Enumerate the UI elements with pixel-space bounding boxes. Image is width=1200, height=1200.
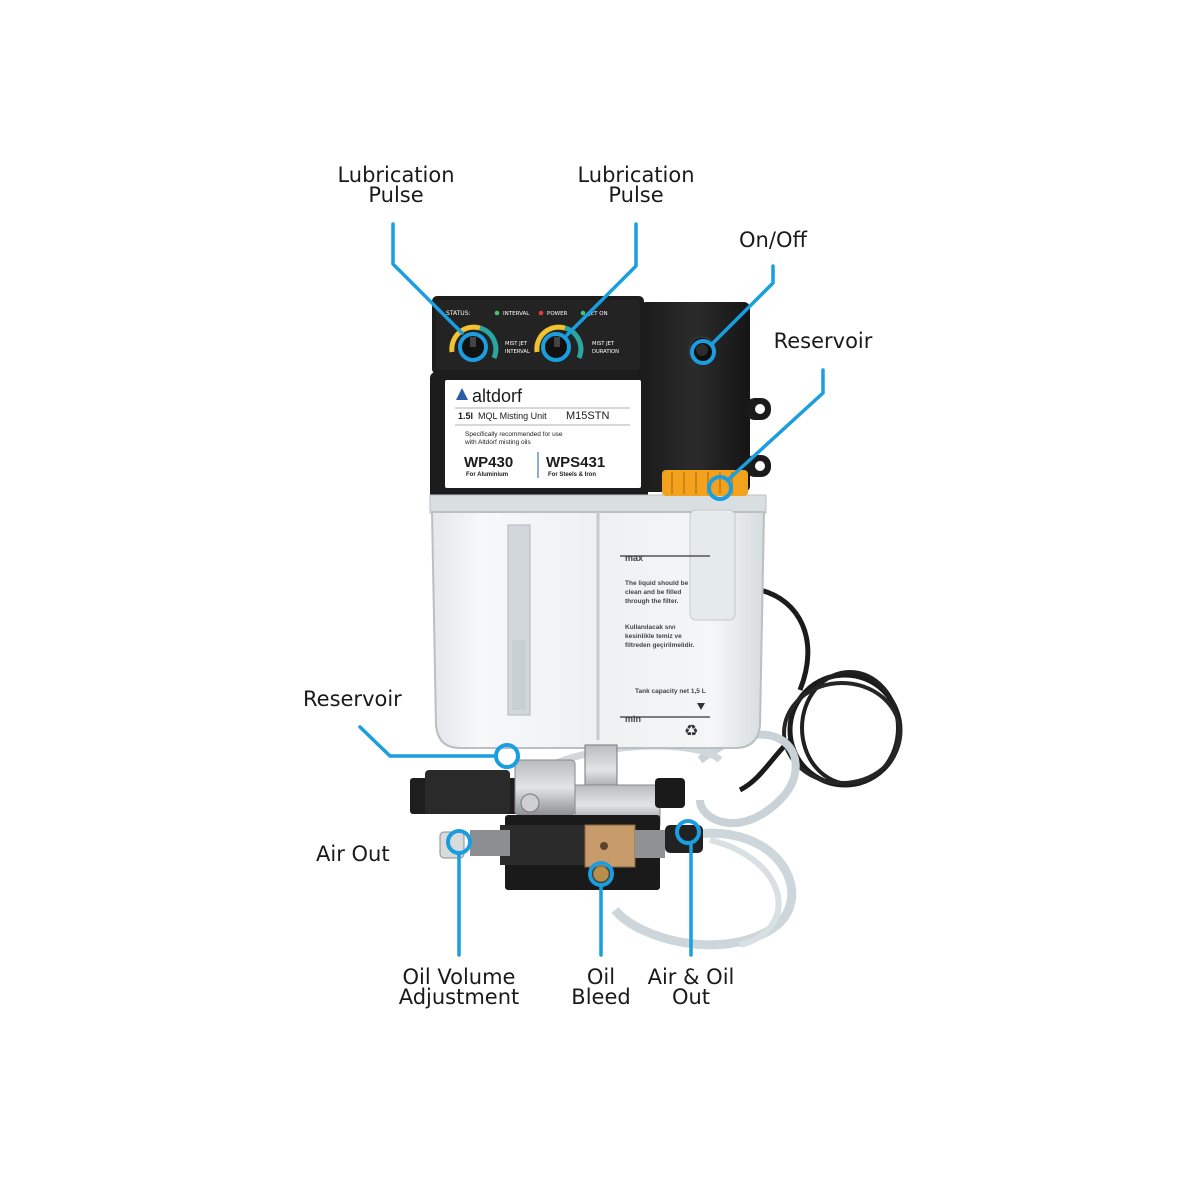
callout-lubrication-pulse-1-line1: Lubrication (337, 163, 454, 187)
callout-air-oil-out-line1: Air & Oil (648, 965, 735, 989)
label-oil2: WPS431 (546, 454, 605, 471)
tank-capacity-note: Tank capacity net 1,5 L (635, 688, 706, 695)
recycle-icon: ♻ (684, 721, 698, 740)
callout-air-out: Air Out (316, 842, 390, 866)
tank-note-tr-2: kesinlikle temiz ve (625, 633, 682, 640)
mql-misting-unit: STATUS: INTERVAL POWER JET ON MIST JET I… (410, 296, 903, 950)
marker-lubrication-pulse-1 (458, 332, 488, 362)
callout-air-oil-out-line2: Out (672, 985, 710, 1009)
callout-lubrication-pulse-2-line2: Pulse (608, 183, 663, 207)
label-desc-line1: Specifically recommended for use (465, 431, 563, 438)
knob1-label-2: INTERVAL (505, 349, 530, 355)
label-desc-line2: with Altdorf misting oils (464, 439, 531, 446)
marker-reservoir-1 (707, 475, 733, 501)
label-oil1-sub: For Aluminium (466, 472, 508, 478)
panel-jet-on-text: JET ON (588, 311, 608, 317)
label-brand: altdorf (472, 386, 523, 406)
tank-note-en-2: clean and be filled (625, 589, 681, 596)
leader-reservoir-2 (358, 725, 496, 758)
callout-reservoir-1: Reservoir (774, 329, 873, 353)
label-model: M15STN (566, 410, 609, 422)
panel-interval-text: INTERVAL (503, 311, 530, 317)
marker-air-oil-out (675, 819, 701, 845)
leader-lubrication-pulse-1 (391, 222, 464, 335)
leader-on-off (711, 264, 775, 345)
tank-note-en-1: The liquid should be (625, 580, 689, 587)
knob2-label-2: DURATION (592, 349, 619, 355)
panel-status-text: STATUS: (446, 310, 471, 317)
panel-power-text: POWER (547, 311, 568, 317)
callout-oil-bleed-line2: Bleed (571, 985, 630, 1009)
control-housing-side (640, 302, 771, 492)
marker-reservoir-2 (494, 743, 520, 769)
interval-knob[interactable] (449, 324, 499, 361)
tank-min-mark: min (625, 714, 641, 724)
tank-note-en-3: through the filter. (625, 598, 679, 605)
marker-oil-volume (446, 829, 472, 855)
leader-lubrication-pulse-2 (565, 222, 638, 337)
callout-oil-volume-line1: Oil Volume (403, 965, 516, 989)
knob2-label-1: MIST JET (592, 341, 615, 347)
tank-note-tr-3: filtreden geçirilmelidir. (625, 642, 695, 649)
marker-oil-bleed (588, 861, 614, 887)
altdorf-logo-icon (456, 388, 468, 400)
duration-knob[interactable] (534, 324, 584, 361)
callout-reservoir-2: Reservoir (303, 687, 402, 711)
reservoir-tank: max The liquid should be clean and be fi… (429, 494, 767, 749)
callouts: Lubrication Pulse Lubrication Pulse On/O… (303, 163, 873, 1009)
marker-lubrication-pulse-2 (541, 332, 571, 362)
callout-on-off: On/Off (739, 228, 807, 252)
tank-note-tr-1: Kullanılacak sıvı (625, 624, 676, 631)
label-housing: altdorf 1.5l MQL Misting Unit M15STN Spe… (430, 372, 648, 500)
product-label (445, 380, 641, 488)
callout-oil-volume-line2: Adjustment (399, 985, 520, 1009)
label-oil2-sub: For Steels & Iron (548, 472, 596, 478)
pump-assembly (410, 744, 703, 890)
power-cable (738, 587, 903, 793)
leader-reservoir-1 (728, 368, 825, 480)
callout-oil-bleed-line1: Oil (587, 965, 615, 989)
label-oil1: WP430 (464, 454, 513, 471)
control-panel: STATUS: INTERVAL POWER JET ON MIST JET I… (432, 296, 644, 374)
marker-on-off (690, 339, 716, 365)
knob1-label-1: MIST JET (505, 341, 528, 347)
label-unit-name: MQL Misting Unit (478, 411, 547, 421)
label-capacity: 1.5l (458, 411, 473, 421)
tank-max-mark: max (625, 553, 643, 563)
callout-lubrication-pulse-1-line2: Pulse (368, 183, 423, 207)
callout-lubrication-pulse-2-line1: Lubrication (577, 163, 694, 187)
